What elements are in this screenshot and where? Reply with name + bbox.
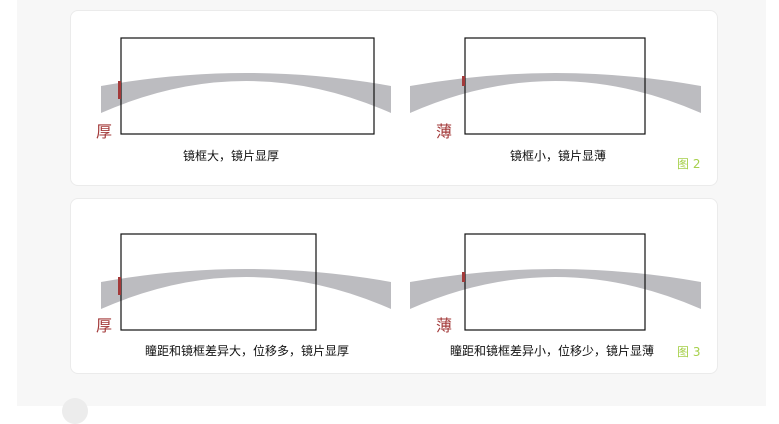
lens-arc-left bbox=[101, 269, 391, 309]
figure-2-diagram bbox=[101, 37, 701, 135]
avatar-partial bbox=[62, 398, 88, 424]
thick-edge-marker bbox=[118, 277, 121, 295]
thin-edge-marker bbox=[462, 76, 465, 86]
lens-arc-right bbox=[410, 269, 701, 309]
lens-arc-left bbox=[101, 73, 391, 113]
caption-left: 瞳距和镜框差异大，位移多，镜片显厚 bbox=[144, 344, 350, 358]
figure-number: 图 2 bbox=[677, 157, 701, 171]
figure-2-card: 厚 薄 镜框大，镜片显厚 镜框小，镜片显薄 图 2 bbox=[70, 10, 718, 186]
lens-arc-right bbox=[410, 73, 701, 113]
figure-3-diagram bbox=[101, 233, 701, 331]
figure-number: 图 3 bbox=[677, 345, 701, 359]
thick-label: 厚 bbox=[96, 316, 113, 335]
caption-right: 镜框小，镜片显薄 bbox=[509, 149, 607, 163]
thick-label: 厚 bbox=[96, 122, 113, 141]
thin-label: 薄 bbox=[436, 316, 453, 335]
figure-3-card: 厚 薄 瞳距和镜框差异大，位移多，镜片显厚 瞳距和镜框差异小，位移少，镜片显薄 … bbox=[70, 198, 718, 374]
caption-right: 瞳距和镜框差异小，位移少，镜片显薄 bbox=[449, 344, 655, 358]
caption-left: 镜框大，镜片显厚 bbox=[182, 149, 280, 163]
thick-edge-marker bbox=[118, 81, 121, 99]
thin-edge-marker bbox=[462, 272, 465, 282]
thin-label: 薄 bbox=[436, 122, 453, 141]
